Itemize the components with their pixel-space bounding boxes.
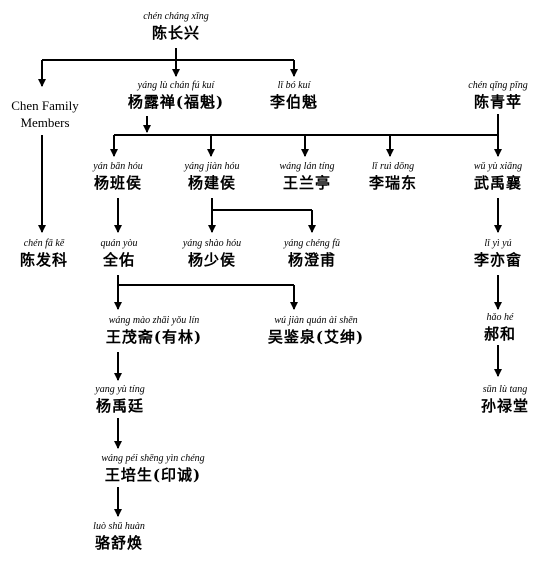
node-chen-qingping: chén qīng pīng 陈青苹 <box>468 80 527 112</box>
node-wu-jianquan: wú jiàn quán ài shēn 吴鉴泉(艾绅) <box>268 315 364 347</box>
node-wu-yuxiang: wǔ yù xiāng 武禹襄 <box>474 161 522 193</box>
pinyin: yang yù tíng <box>95 384 145 395</box>
name: 杨班侯 <box>93 174 143 192</box>
name: 杨建侯 <box>187 174 236 192</box>
pinyin: lǐ bó kuí <box>277 80 311 91</box>
pinyin: wǔ yù xiāng <box>473 161 523 172</box>
note-line-1: Chen Family <box>11 98 79 113</box>
pinyin: chén qīng pīng <box>468 80 528 91</box>
pinyin: sūn lù tang <box>482 384 528 395</box>
node-yang-chengfu: yáng chéng fǔ 杨澄甫 <box>284 238 340 270</box>
node-chen-fake: chén fā kē 陈发科 <box>20 238 68 270</box>
name: 杨澄甫 <box>287 251 336 269</box>
pinyin: quán yòu <box>100 238 138 249</box>
node-chen-changxing: chén cháng xīng 陈长兴 <box>143 11 209 43</box>
name: 陈发科 <box>19 251 69 269</box>
name: 王茂斋(有林) <box>105 328 203 346</box>
node-wang-lanting: wáng lán tíng 王兰亭 <box>279 161 334 193</box>
name: 杨少侯 <box>187 251 236 269</box>
node-quan-you: quán yòu 全佑 <box>101 238 138 270</box>
name: 王培生(印诚) <box>104 466 202 484</box>
pinyin: hǎo hé <box>486 312 514 323</box>
name: 全佑 <box>102 251 136 269</box>
pinyin: yáng lù chán fú kuí <box>137 80 215 91</box>
node-li-ruidong: lǐ ruì dōng 李瑞东 <box>369 161 417 193</box>
pinyin: yán bān hóu <box>93 161 143 172</box>
pinyin: lǐ ruì dōng <box>371 161 415 172</box>
pinyin: wáng mào zhāi yǒu lín <box>108 315 200 326</box>
node-yang-banhou: yán bān hóu 杨班侯 <box>93 161 142 193</box>
pinyin: wáng lán tíng <box>279 161 335 172</box>
pinyin: yáng chéng fǔ <box>283 238 341 249</box>
node-hao-he: hǎo hé 郝和 <box>484 312 516 344</box>
node-li-yiyu: lǐ yì yú 李亦畲 <box>474 238 522 270</box>
name: 郝和 <box>483 325 517 343</box>
name: 陈长兴 <box>151 24 201 42</box>
name: 杨露禅(福魁) <box>127 93 225 111</box>
pinyin: yáng shào hóu <box>182 238 242 249</box>
name: 杨禹廷 <box>95 397 144 415</box>
name: 李伯魁 <box>269 93 319 111</box>
name: 武禹襄 <box>473 174 523 192</box>
pinyin: chén fā kē <box>23 238 65 249</box>
node-yang-jianhou: yáng jiàn hóu 杨建侯 <box>185 161 240 193</box>
node-sun-lutang: sūn lù tang 孙禄堂 <box>481 384 529 416</box>
pinyin: yáng jiàn hóu <box>184 161 240 172</box>
name: 王兰亭 <box>282 174 332 192</box>
pinyin: lǐ yì yú <box>484 238 512 249</box>
node-yang-yuting: yang yù tíng 杨禹廷 <box>95 384 144 416</box>
node-li-bokui: lǐ bó kuí 李伯魁 <box>270 80 318 112</box>
pinyin: wáng péi shēng yìn chéng <box>101 453 205 464</box>
name: 孙禄堂 <box>480 397 530 415</box>
name: 李亦畲 <box>473 251 523 269</box>
node-wang-maozhai: wáng mào zhāi yǒu lín 王茂斋(有林) <box>106 315 202 347</box>
pinyin: luò shū huàn <box>93 521 145 532</box>
node-yang-shaohou: yáng shào hóu 杨少侯 <box>183 238 241 270</box>
node-yang-luchan: yáng lù chán fú kuí 杨露禅(福魁) <box>128 80 224 112</box>
name: 陈青苹 <box>473 93 522 111</box>
pinyin: wú jiàn quán ài shēn <box>274 315 358 326</box>
node-luo-shuhuan: luò shū huàn 骆舒焕 <box>93 521 145 553</box>
name: 骆舒焕 <box>94 534 144 552</box>
pinyin: chén cháng xīng <box>143 11 209 22</box>
chen-family-members-note: Chen Family Members <box>5 97 85 131</box>
name: 吴鉴泉(艾绅) <box>267 328 365 346</box>
name: 李瑞东 <box>368 174 418 192</box>
note-line-2: Members <box>20 115 70 130</box>
node-wang-peisheng: wáng péi shēng yìn chéng 王培生(印诚) <box>101 453 204 485</box>
